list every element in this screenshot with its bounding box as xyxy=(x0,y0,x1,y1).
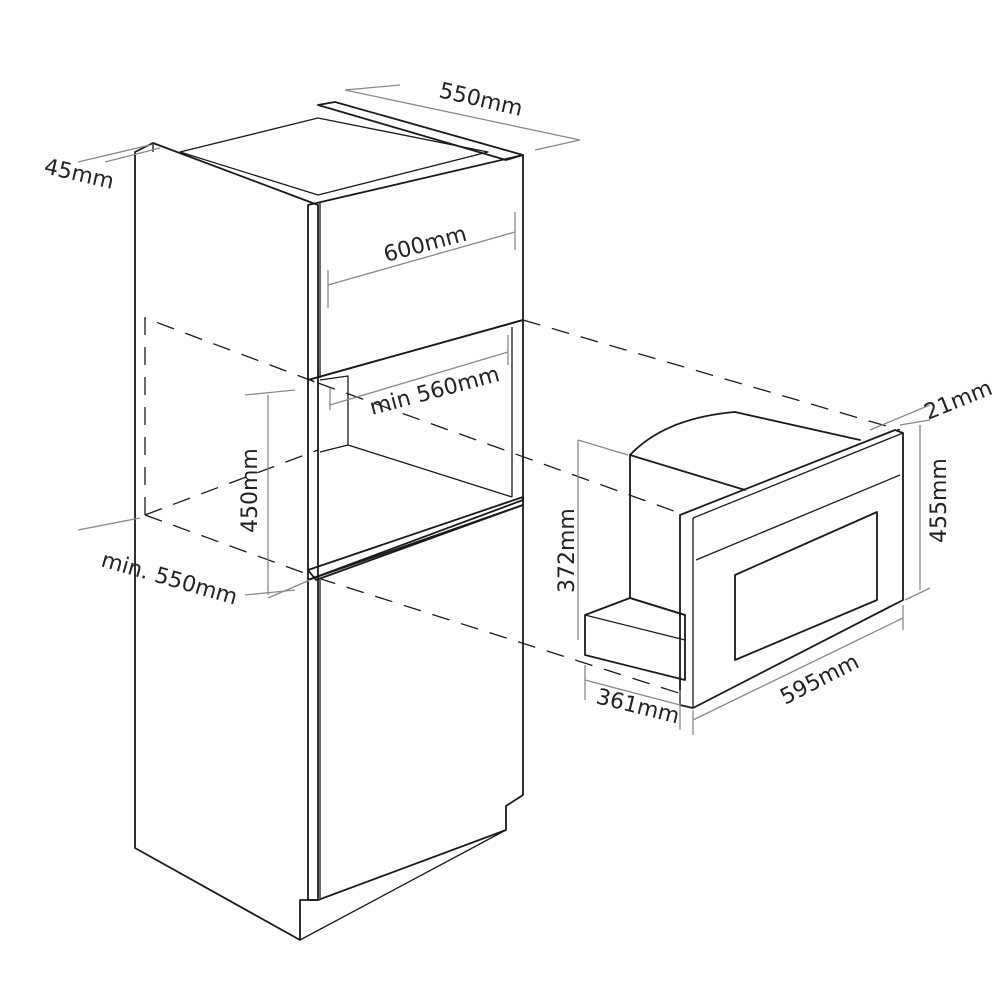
appliance-body-side xyxy=(629,454,746,616)
dim-line-niche-height xyxy=(244,389,296,596)
label-niche-depth: min. 550mm xyxy=(98,548,240,611)
label-niche-height: 450mm xyxy=(238,448,263,533)
dim-line-cabinet-depth xyxy=(344,84,581,151)
label-appliance-height: 455mm xyxy=(927,458,952,543)
label-cabinet-width: 600mm xyxy=(381,222,469,268)
projection-line-middle xyxy=(317,382,686,516)
label-body-height: 372mm xyxy=(555,508,580,593)
appliance-dome xyxy=(629,411,861,456)
dim-line-niche-width xyxy=(329,335,509,410)
dim-line-panel-thickness xyxy=(77,144,161,163)
dimension-labels: 550mm 45mm 600mm min 560mm 450mm min. 55… xyxy=(42,78,996,729)
appliance-base-top xyxy=(584,614,686,641)
cabinet xyxy=(134,101,524,941)
label-cabinet-depth: 550mm xyxy=(437,78,525,121)
dim-line-body-depth xyxy=(584,665,681,730)
dimension-lines xyxy=(77,84,931,735)
label-front-thickness: 21mm xyxy=(921,376,996,426)
cabinet-niche-inner xyxy=(319,327,513,498)
projection-line-top xyxy=(522,319,901,431)
cabinet-lower-front xyxy=(307,504,524,901)
projection-line-lower xyxy=(317,577,686,696)
appliance-front-frame xyxy=(679,429,904,709)
niche-dashed-outline xyxy=(144,317,319,579)
dim-line-niche-depth xyxy=(77,517,311,599)
dim-line-front-thickness xyxy=(869,404,931,431)
dim-line-appliance-width xyxy=(692,605,904,735)
appliance-control-strip xyxy=(695,474,901,561)
appliance-front-top xyxy=(692,432,904,519)
dim-line-cabinet-width xyxy=(327,212,516,308)
appliance-base xyxy=(584,597,686,681)
label-panel-thickness: 45mm xyxy=(42,154,117,194)
cabinet-plinth xyxy=(299,829,507,941)
label-body-depth: 361mm xyxy=(594,685,682,730)
cabinet-niche-frame xyxy=(307,319,524,581)
cabinet-left-panel xyxy=(134,142,319,941)
dim-line-body-height xyxy=(577,439,629,640)
label-niche-width: min 560mm xyxy=(367,362,502,421)
cabinet-top-face xyxy=(179,117,489,196)
dim-line-appliance-height xyxy=(899,419,931,601)
appliance-window xyxy=(734,511,878,661)
projection-lines xyxy=(144,317,901,696)
